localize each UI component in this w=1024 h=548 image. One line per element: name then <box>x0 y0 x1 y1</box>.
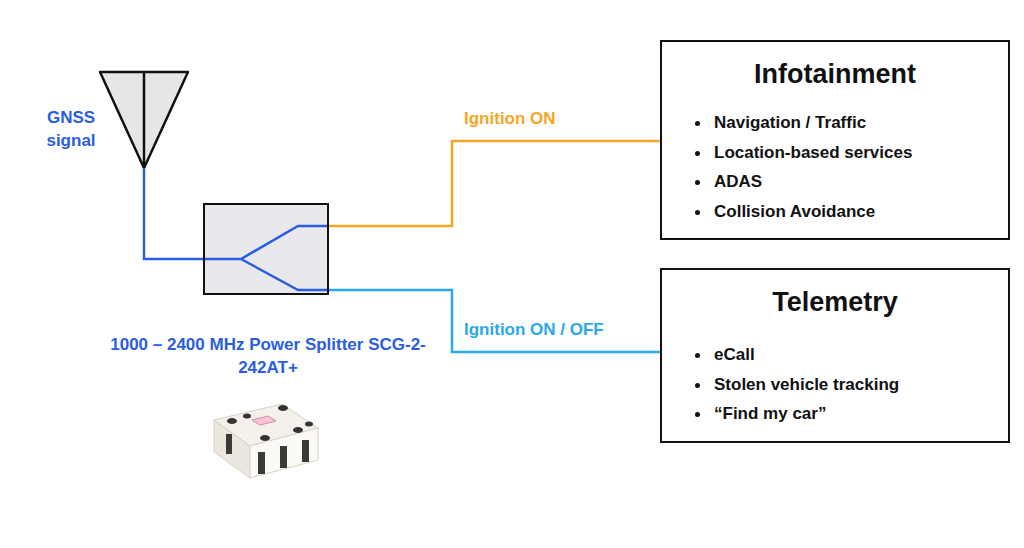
chip-illustration <box>214 404 318 478</box>
bullet-dot <box>695 353 700 358</box>
bullet-item: “Find my car” <box>662 399 1008 429</box>
bullet-text: Navigation / Traffic <box>714 113 866 132</box>
system-box: InfotainmentNavigation / TrafficLocation… <box>660 40 1010 240</box>
bullet-dot <box>695 383 700 388</box>
bullet-dot <box>695 210 700 215</box>
bullet-dot <box>695 180 700 185</box>
bullet-text: ADAS <box>714 172 762 191</box>
box-content: Telemetry eCallStolen vehicle tracking “Fi… <box>662 270 1008 429</box>
box-heading: Infotainment <box>662 58 1008 90</box>
bullet-item: Navigation / Traffic <box>662 108 1008 138</box>
bullet-text: Location-based services <box>714 143 912 162</box>
splitter-symbol <box>205 205 327 293</box>
signal-connector <box>329 141 660 226</box>
splitter-path <box>205 226 327 290</box>
bullet-dot <box>695 151 700 156</box>
bullet-text: eCall <box>714 345 755 364</box>
antenna-mast <box>143 72 146 168</box>
bullet-item: eCall <box>662 340 1008 370</box>
bullet-item: Location-based services <box>662 138 1008 168</box>
part-label: 1000 – 2400 MHz Power Splitter SCG-2-242… <box>103 333 433 379</box>
connector-label: Ignition ON <box>462 108 558 130</box>
bullet-text: “Find my car” <box>714 404 826 423</box>
antenna-wire <box>144 168 204 259</box>
bullet-item: Stolen vehicle tracking <box>662 370 1008 400</box>
box-content: InfotainmentNavigation / TrafficLocation… <box>662 42 1008 226</box>
connector-label: Ignition ON / OFF <box>462 319 606 341</box>
bullet-dot <box>695 121 700 126</box>
box-heading: Telemetry <box>662 286 1008 318</box>
bullet-item: Collision Avoidance <box>662 197 1008 227</box>
signal-label: GNSS signal <box>28 106 114 152</box>
bullet-dot <box>695 412 700 417</box>
system-box: Telemetry eCallStolen vehicle tracking “Fi… <box>660 268 1010 443</box>
antenna-symbol <box>100 72 188 168</box>
power-splitter: 1000 – 2400 MHz Power Splitter SCG-2-242… <box>203 203 329 295</box>
bullet-item: ADAS <box>662 167 1008 197</box>
bullet-text: Stolen vehicle tracking <box>714 375 899 394</box>
bullet-text: Collision Avoidance <box>714 202 875 221</box>
